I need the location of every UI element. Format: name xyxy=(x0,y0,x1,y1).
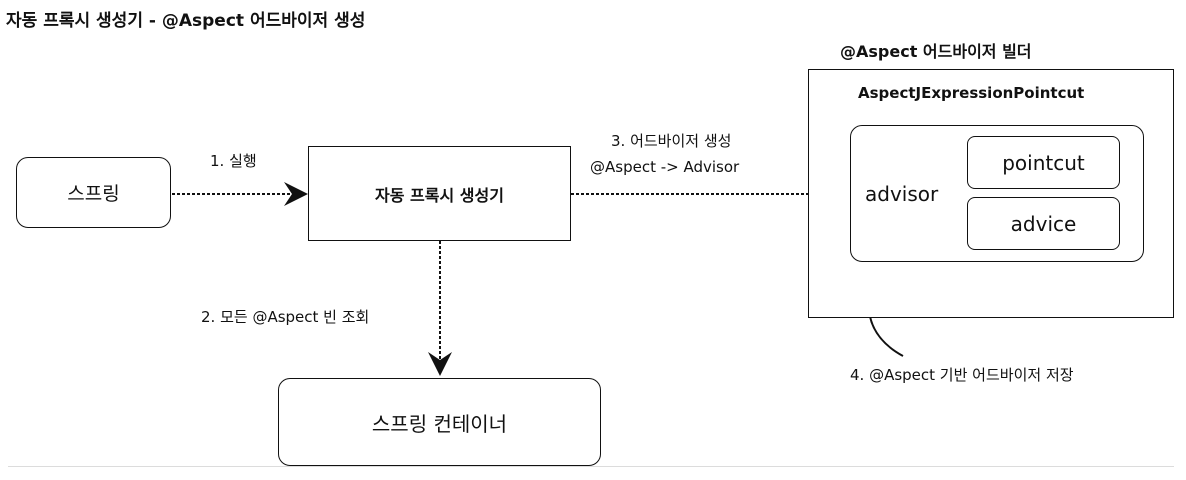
spring-label: 스프링 xyxy=(67,183,120,205)
spring-container-node: 스프링 컨테이너 xyxy=(278,378,601,466)
page-title: 자동 프록시 생성기 - @Aspect 어드바이저 생성 xyxy=(6,11,366,31)
pointcut-class-label: AspectJExpressionPointcut xyxy=(858,84,1085,102)
auto-proxy-creator-node: 자동 프록시 생성기 xyxy=(308,146,571,241)
pointcut-node: pointcut xyxy=(967,136,1120,189)
builder-title: @Aspect 어드바이저 빌더 xyxy=(840,42,1032,61)
advice-node: advice xyxy=(967,197,1120,250)
advice-label: advice xyxy=(1010,211,1077,236)
advisor-label: advisor xyxy=(865,181,939,206)
spring-node: 스프링 xyxy=(16,157,171,228)
pointcut-label: pointcut xyxy=(1002,150,1085,175)
step1-label: 1. 실행 xyxy=(210,152,257,170)
auto-proxy-creator-label: 자동 프록시 생성기 xyxy=(375,185,504,205)
step3-label-line1: 3. 어드바이저 생성 xyxy=(611,132,732,150)
spring-container-label: 스프링 컨테이너 xyxy=(371,411,508,436)
step4-label: 4. @Aspect 기반 어드바이저 저장 xyxy=(850,366,1074,384)
step2-label: 2. 모든 @Aspect 빈 조회 xyxy=(201,308,370,326)
bottom-divider xyxy=(8,466,1174,467)
step3-label-line2: @Aspect -> Advisor xyxy=(590,158,740,176)
